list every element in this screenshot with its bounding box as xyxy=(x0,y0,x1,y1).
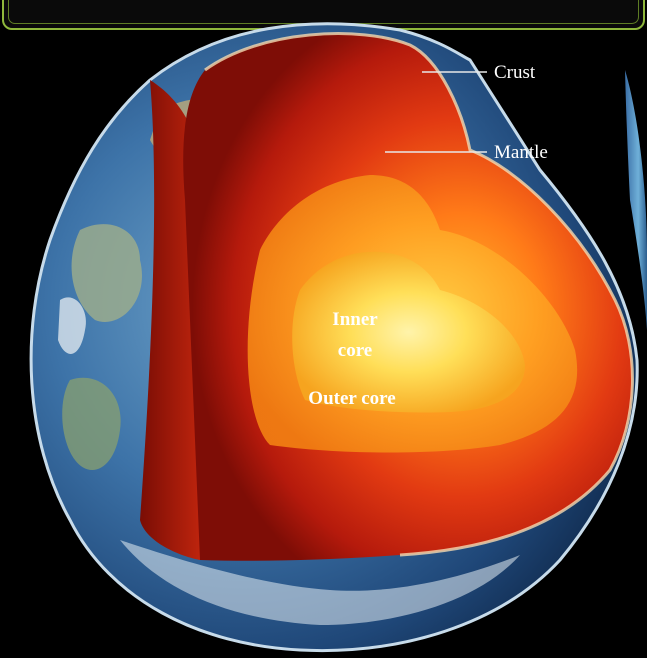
cloud-band xyxy=(120,540,520,625)
inner-core-label-line1: Inner xyxy=(332,309,378,330)
inner-core xyxy=(292,251,525,413)
inner-core-label-line2: core xyxy=(338,340,372,361)
cloud-band xyxy=(58,297,86,354)
mantle-label: Mantle xyxy=(494,142,548,163)
landmass xyxy=(62,377,121,470)
crust-label: Crust xyxy=(494,62,536,83)
adjacent-globe-edge xyxy=(625,70,647,330)
outer-core-label: Outer core xyxy=(308,388,395,409)
crust-layer xyxy=(204,32,634,557)
landmass xyxy=(71,224,142,322)
